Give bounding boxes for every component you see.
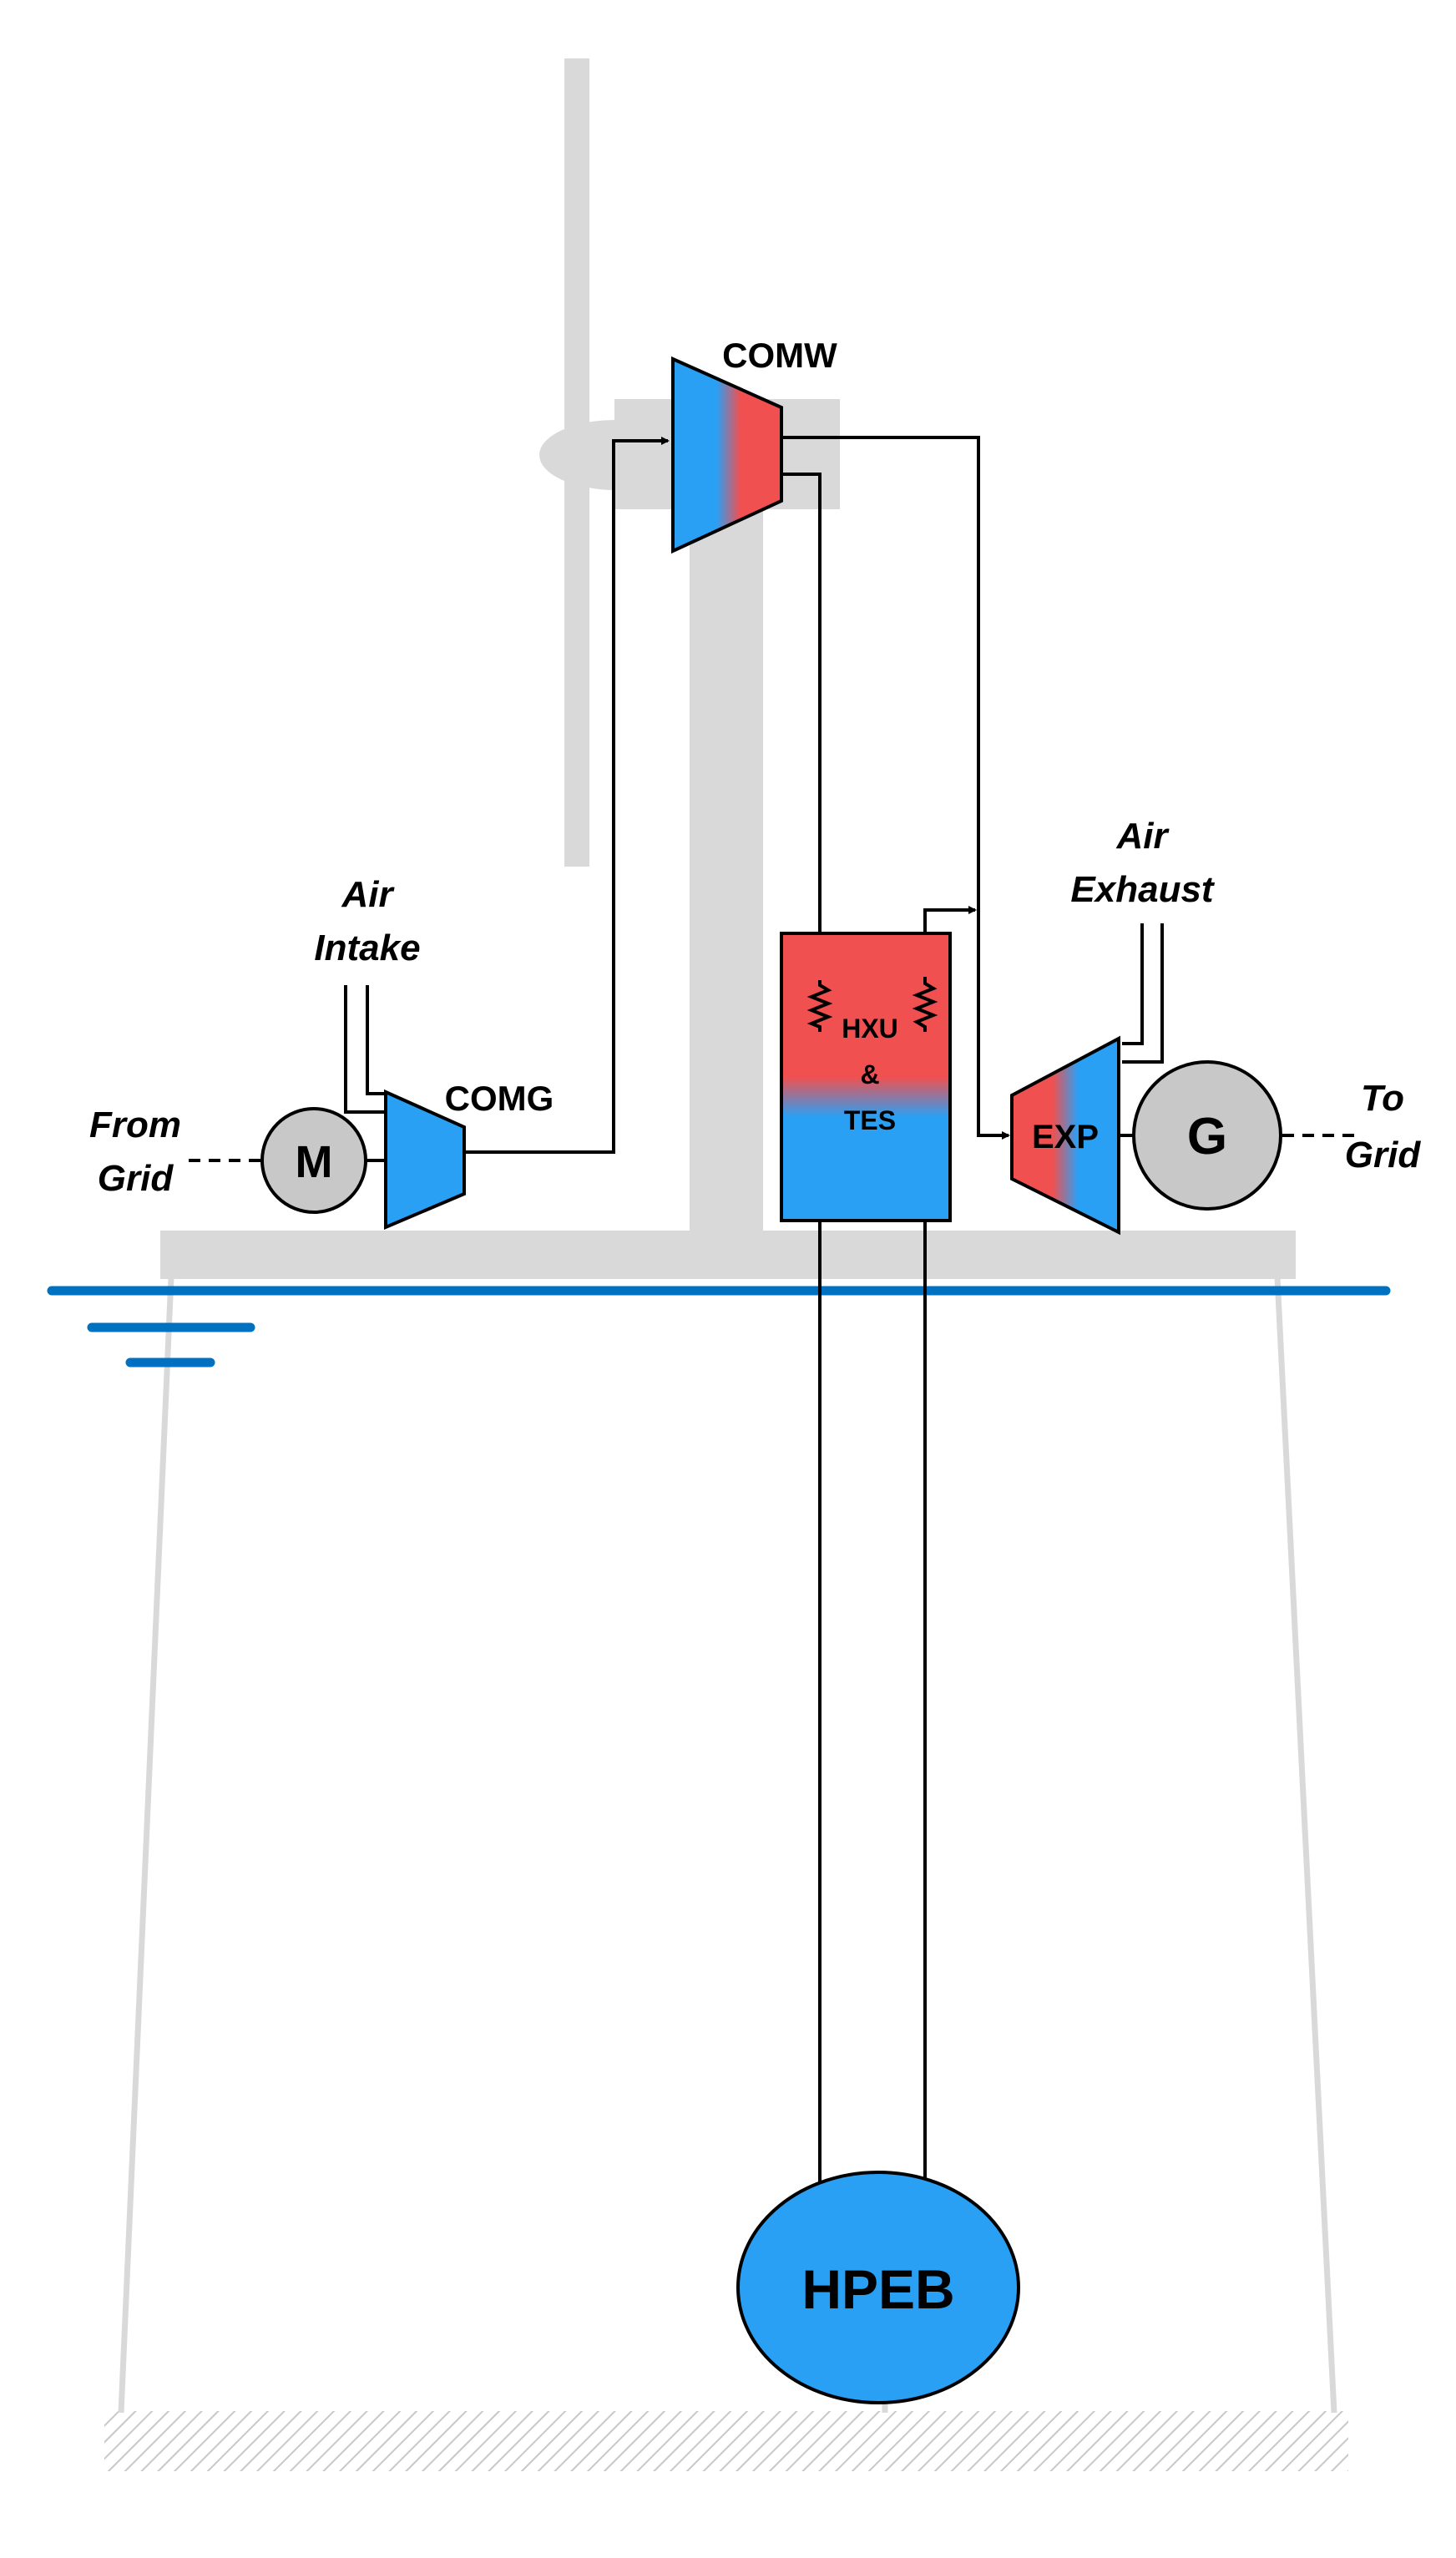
to-grid-label-line1: To <box>1361 1078 1404 1119</box>
air-intake-label-line2: Intake <box>314 928 420 968</box>
comw-label: COMW <box>722 336 837 375</box>
to-grid-label-line2: Grid <box>1345 1135 1422 1175</box>
rotor-blade <box>564 58 589 867</box>
rotor-hub <box>539 420 693 490</box>
hpeb-vessel <box>736 2171 1020 2404</box>
air-exhaust-label-line2: Exhaust <box>1070 869 1216 910</box>
flow-comw-to-exp <box>781 436 1010 1140</box>
exp-label: EXP <box>1032 1119 1099 1155</box>
generator-label: G <box>1187 1108 1227 1165</box>
motor-label: M <box>296 1137 333 1187</box>
comw-compressor <box>671 356 783 554</box>
hxu-heater-right <box>912 977 938 1032</box>
air-exhaust-label-line1: Air <box>1115 816 1170 857</box>
hxu-label-line2: & <box>860 1059 879 1089</box>
air-intake-duct-2 <box>366 985 386 1095</box>
seabed <box>104 2411 1348 2471</box>
air-exhaust-duct-2 <box>1122 923 1164 1064</box>
hpeb-label: HPEB <box>801 2258 954 2320</box>
exp-expander <box>1010 1035 1120 1236</box>
flow-comg-to-comw <box>466 437 670 1154</box>
platform <box>160 1231 1296 1279</box>
generator <box>1132 1060 1282 1211</box>
from-grid-label-line1: From <box>89 1105 181 1145</box>
air-intake-label-line1: Air <box>341 874 395 915</box>
from-grid-label-line2: Grid <box>98 1158 174 1199</box>
hxu-tes-unit <box>780 932 952 1222</box>
foundation-legs <box>118 1276 1337 2414</box>
flow-comw-to-hpeb <box>781 473 822 980</box>
hxu-label-line1: HXU <box>842 1014 898 1044</box>
comg-compressor <box>384 1089 466 1231</box>
tower <box>690 472 763 1233</box>
air-exhaust-duct <box>1122 923 1144 1045</box>
hxu-label-line3: TES <box>844 1105 896 1135</box>
air-intake-duct <box>344 985 386 1114</box>
comg-label: COMG <box>445 1079 554 1118</box>
hxu-heater-left <box>806 980 833 1032</box>
